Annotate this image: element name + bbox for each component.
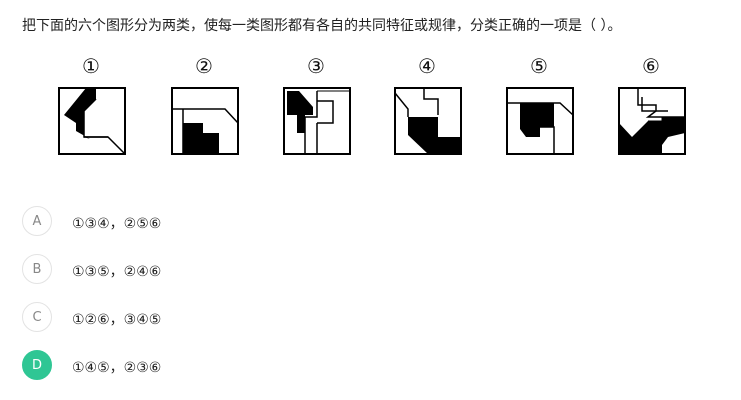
question-text: 把下面的六个图形分为两类，使每一类图形都有各自的共同特征或规律，分类正确的一项是… [22, 18, 622, 34]
option-a-letter[interactable]: A [22, 206, 52, 236]
option-c[interactable]: C ①②⑥，③④⑤ [22, 302, 422, 334]
figure-number-6: ⑥ [642, 54, 660, 78]
figure-6 [618, 87, 686, 155]
option-b-text: ①③⑤，②④⑥ [72, 264, 162, 280]
option-b-letter[interactable]: B [22, 254, 52, 284]
option-d-letter[interactable]: D [22, 350, 52, 380]
figure-number-4: ④ [418, 54, 436, 78]
figure-number-3: ③ [307, 54, 325, 78]
figure-number-2: ② [195, 54, 213, 78]
figure-1 [58, 87, 126, 155]
option-c-text: ①②⑥，③④⑤ [72, 312, 162, 328]
option-d[interactable]: D ①④⑤，②③⑥ [22, 350, 422, 382]
option-c-letter[interactable]: C [22, 302, 52, 332]
figure-number-5: ⑤ [530, 54, 548, 78]
option-a[interactable]: A ①③④，②⑤⑥ [22, 206, 422, 238]
option-b[interactable]: B ①③⑤，②④⑥ [22, 254, 422, 286]
figure-2 [171, 87, 239, 155]
option-d-text: ①④⑤，②③⑥ [72, 360, 162, 376]
figure-3 [283, 87, 351, 155]
option-a-text: ①③④，②⑤⑥ [72, 216, 162, 232]
figure-number-1: ① [82, 54, 100, 78]
figure-4 [394, 87, 462, 155]
figure-5 [506, 87, 574, 155]
